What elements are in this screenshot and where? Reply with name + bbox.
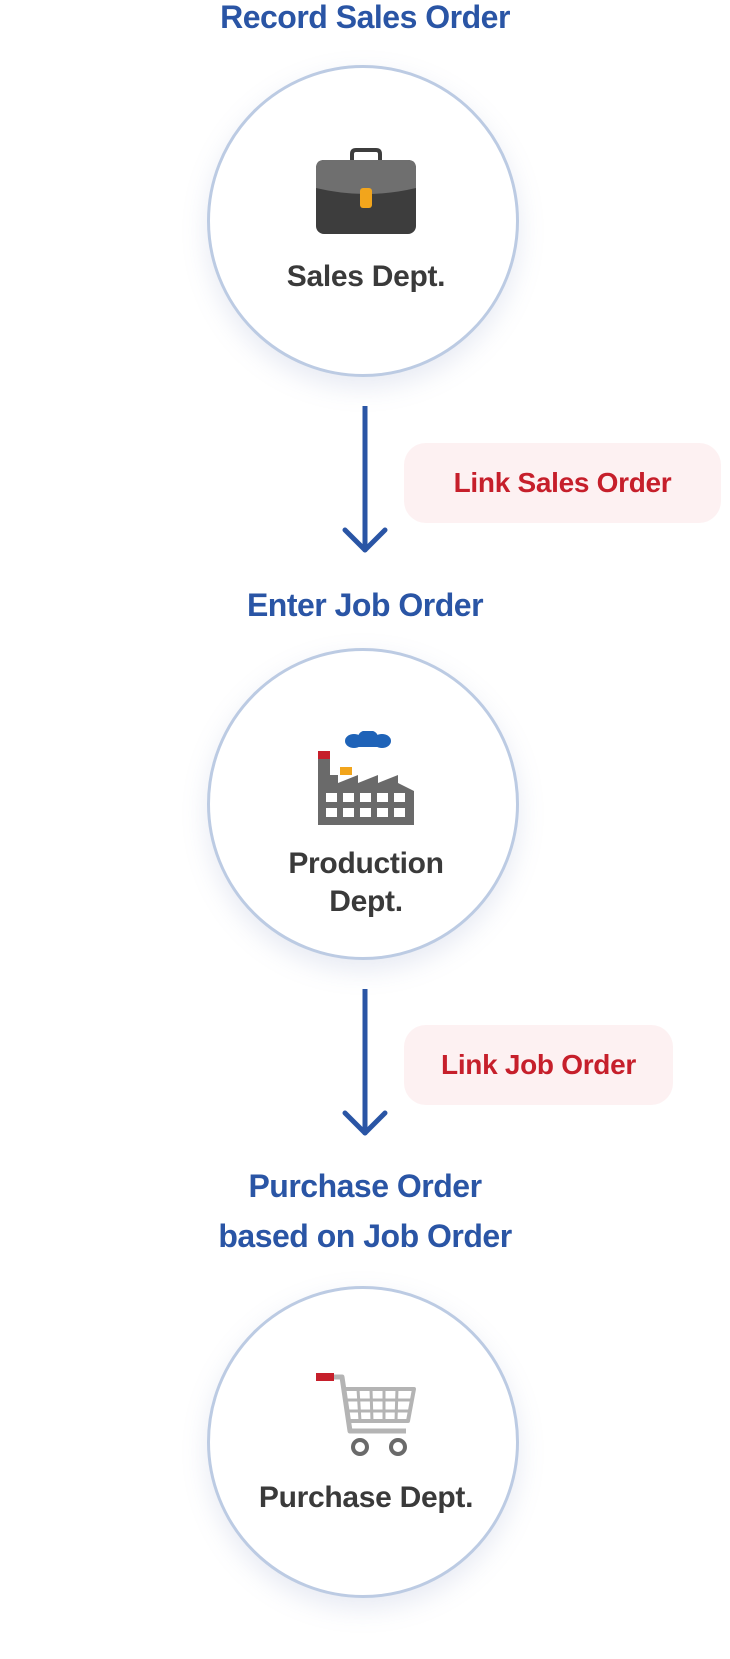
link-job-order-badge: Link Job Order xyxy=(404,1025,673,1105)
sales-dept-node: Sales Dept. xyxy=(207,65,519,377)
factory-icon xyxy=(210,731,522,825)
step-title-record-sales-order: Record Sales Order xyxy=(220,0,510,35)
purchase-dept-label: Purchase Dept. xyxy=(258,1481,474,1514)
production-dept-label-line-1: Production xyxy=(288,847,444,880)
step-title-enter-job-order: Enter Job Order xyxy=(246,587,484,623)
production-dept-label-line-2: Dept. xyxy=(329,885,403,918)
flow-arrow-2 xyxy=(335,986,395,1144)
step-title-purchase-order: Purchase Order based on Job Order xyxy=(0,1161,730,1261)
step-title-purchase-order-line-1: Purchase Order xyxy=(248,1168,482,1204)
flow-arrow-1 xyxy=(335,403,395,561)
sales-dept-label: Sales Dept. xyxy=(286,260,446,293)
briefcase-icon xyxy=(210,148,522,234)
production-dept-label: Production Dept. xyxy=(210,845,522,921)
production-dept-node: Production Dept. xyxy=(207,648,519,960)
shopping-cart-icon xyxy=(210,1369,522,1459)
purchase-dept-node: Purchase Dept. xyxy=(207,1286,519,1598)
step-title-purchase-order-line-2: based on Job Order xyxy=(218,1218,512,1254)
link-sales-order-badge: Link Sales Order xyxy=(404,443,721,523)
